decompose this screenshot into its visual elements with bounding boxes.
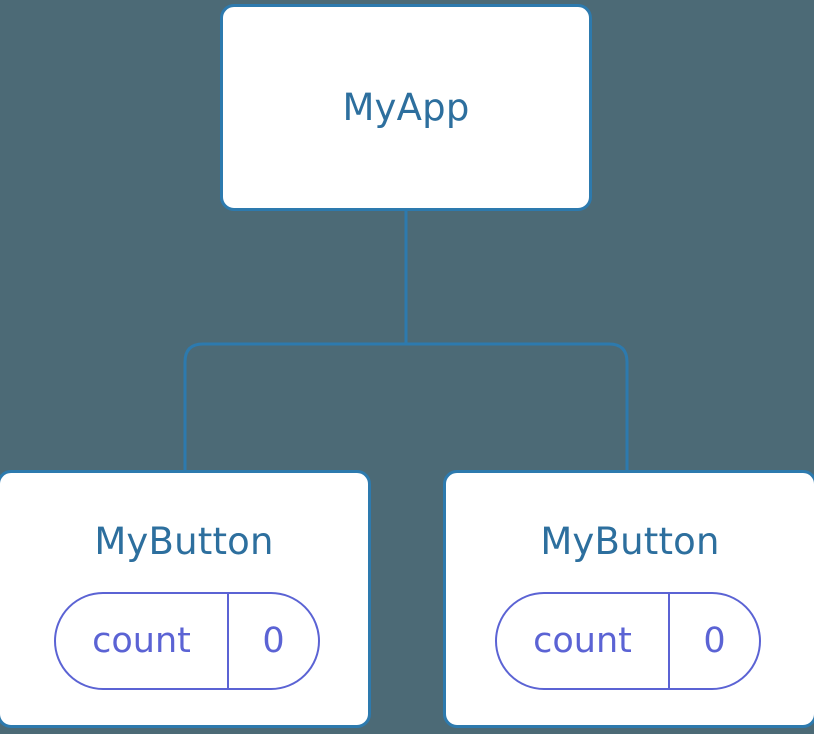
state-key-2-label: count — [533, 620, 632, 661]
node-mybutton-2-label: MyButton — [540, 520, 720, 563]
state-key-1: count — [56, 594, 229, 688]
node-myapp-label: MyApp — [342, 86, 470, 129]
state-key-1-label: count — [92, 620, 191, 661]
state-value-1: 0 — [229, 594, 318, 688]
state-value-2: 0 — [670, 594, 759, 688]
node-mybutton-1[interactable]: MyButton count 0 — [0, 470, 371, 728]
node-mybutton-1-label: MyButton — [94, 520, 274, 563]
node-mybutton-2[interactable]: MyButton count 0 — [443, 470, 814, 728]
connector-bracket — [183, 342, 629, 472]
state-pill-2[interactable]: count 0 — [495, 592, 761, 690]
state-key-2: count — [497, 594, 670, 688]
state-value-1-label: 0 — [262, 620, 285, 661]
node-myapp[interactable]: MyApp — [220, 4, 592, 211]
state-value-2-label: 0 — [703, 620, 726, 661]
state-pill-1[interactable]: count 0 — [54, 592, 320, 690]
